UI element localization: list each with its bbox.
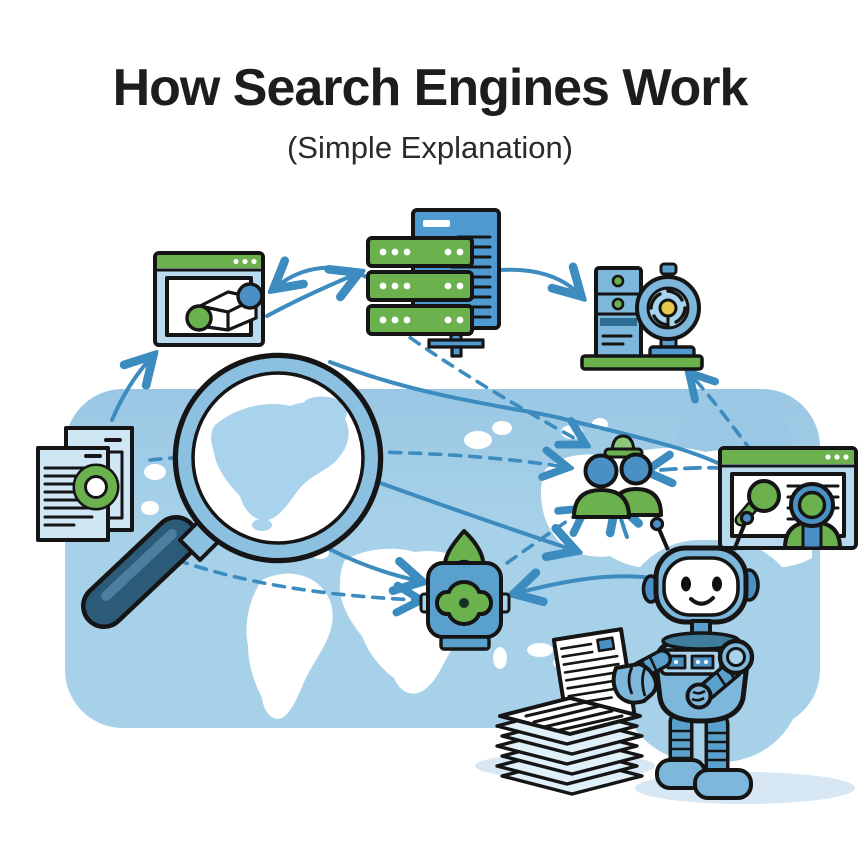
shoulder-joint-inner [726,647,746,667]
server-unit [366,236,474,268]
island [527,643,553,657]
magnifier-handle-streak [101,529,177,601]
robot-eye [712,576,722,592]
fan-handle [659,262,678,276]
results-user-head [797,490,827,520]
tower-stripe [600,318,637,326]
window-dot [251,258,257,265]
continent-south-america [246,573,333,719]
chest-button-dot [674,660,678,664]
server-stand-foot [450,345,463,358]
tower-dividers [596,292,641,316]
lens-highlight-small [317,491,349,527]
hand-finger-lines [627,666,647,697]
antenna-stalks [657,522,747,551]
seal-inner [84,475,108,499]
index-servers [366,208,501,358]
antenna-ball [739,510,755,526]
robot-left-arm [611,649,672,705]
arrow-sitemap-to-index [265,274,356,318]
robot-face [662,556,740,617]
robot-eye [681,576,691,592]
magnifying-glass [81,352,384,629]
processing-server-fan [580,262,704,371]
lens-view [194,374,362,542]
robot-smile [689,596,715,606]
page-subtitle: (Simple Explanation) [286,130,574,165]
sitemap-node-blue [236,282,264,310]
robot-fist [685,682,713,710]
fan-hub [658,298,678,318]
arrow-index-to-sitemap [276,268,374,287]
tower-led [611,274,625,288]
search-engine-box [419,529,511,651]
window-dot [834,454,840,460]
arrow-robot-to-engine [517,576,654,593]
window-dot [233,258,239,265]
island [493,647,507,669]
arrow-index-to-processor [498,270,579,294]
robot-right-arm [685,638,755,710]
chest-button [690,654,715,670]
lens-north-america [211,401,349,521]
window-dot [242,258,248,265]
arrow-documents-to-sitemap [110,358,151,422]
server-unit [366,270,474,302]
lens-rim [178,358,378,558]
robot-foot [693,768,753,800]
window-titlebar [157,255,261,268]
chest-button-dot [696,660,700,664]
island-europe [492,421,512,435]
paper-image-block [596,636,616,653]
web-documents [36,426,134,542]
tower-vents [601,334,633,346]
results-window [718,446,858,550]
page-title: How Search Engines Work [112,59,749,117]
sitemap-window [153,251,265,347]
seal-ring [75,466,117,508]
magnifier-handle [85,519,195,625]
crawler-robot [611,510,760,800]
window-dot [843,454,849,460]
user-body [572,488,631,519]
island [144,464,166,480]
island [141,501,159,515]
fist-lines [691,689,706,702]
user-head [619,452,653,486]
island-europe [464,431,492,449]
lens-islet [252,519,272,531]
stack-top-lines [524,700,624,733]
engine-gear-center [459,598,469,608]
server-leds [379,248,464,324]
small-user-hat [610,434,636,453]
result-magnifier-icon [747,479,781,513]
stack-top-sheet [498,696,642,736]
user-head [583,453,619,489]
robot-hand [611,662,659,705]
searchers-group [572,434,663,519]
tower-led [611,297,625,311]
antenna-ball [649,516,665,532]
arrow-map-to-robot [370,478,573,550]
dashed-sitemap-to-users [392,324,583,443]
server-unit [366,304,474,336]
processor-base [580,354,704,371]
chest-button-dot [704,660,708,664]
window-dot [825,454,831,460]
lens-greenland [301,396,347,428]
lens-highlight [207,375,277,421]
panel-slot [423,220,450,227]
lens-inner-ring [191,371,365,545]
dashed-results-to-processor [691,375,754,454]
crawled-pages-stack [495,627,644,796]
engine-base-tab [439,635,491,651]
results-titlebar [722,450,854,464]
dashed-documents-to-engine [156,551,418,600]
dashed-results-to-users [649,468,726,471]
sitemap-node-green [185,304,213,332]
server-units [366,236,474,336]
